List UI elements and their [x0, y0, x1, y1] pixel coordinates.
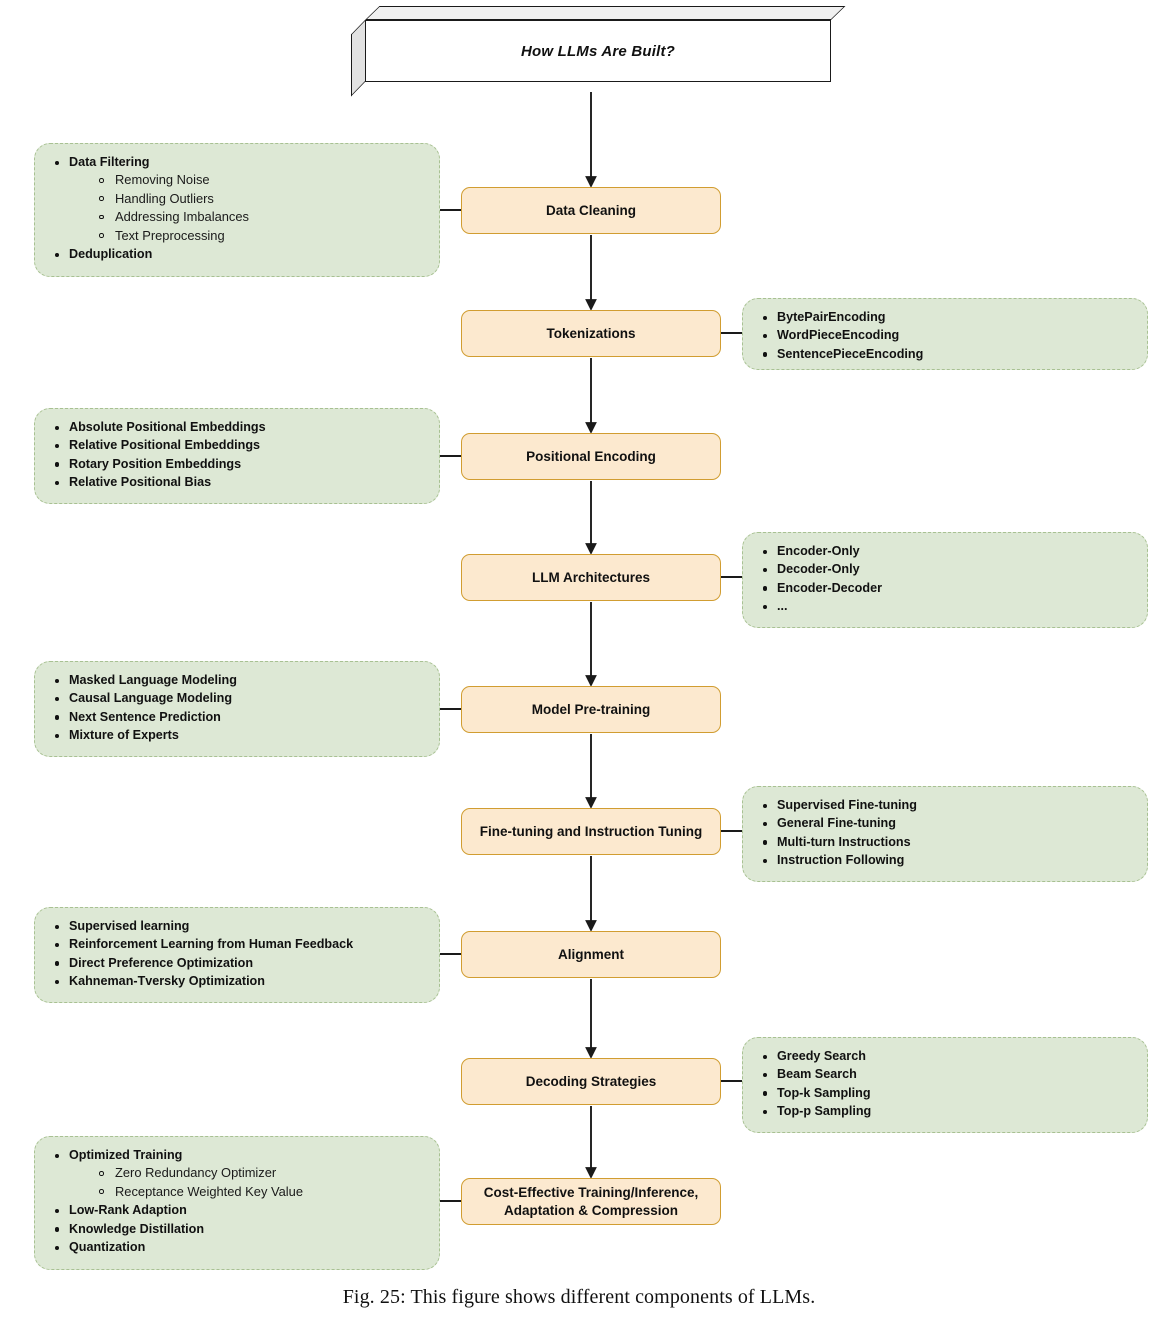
stage-label: Data Cleaning [545, 202, 637, 218]
stage-label: LLM Architectures [531, 569, 651, 585]
list-item: Text Preprocessing [49, 227, 425, 245]
list-item: Kahneman-Tversky Optimization [49, 972, 425, 990]
list-item: Decoder-Only [757, 560, 1133, 578]
stage-positional-encoding[interactable]: Positional Encoding [461, 433, 721, 480]
list-item: Encoder-Only [757, 542, 1133, 560]
list-item: Top-p Sampling [757, 1102, 1133, 1120]
stage-label: Alignment [558, 946, 624, 962]
detail-list: Supervised learning Reinforcement Learni… [49, 917, 425, 991]
list-item: Reinforcement Learning from Human Feedba… [49, 935, 425, 953]
list-item: Supervised Fine-tuning [757, 796, 1133, 814]
list-item: Relative Positional Embeddings [49, 436, 425, 454]
page-title: How LLMs Are Built? [520, 42, 676, 60]
list-item: Data Filtering [49, 153, 425, 171]
title-block: How LLMs Are Built? [351, 6, 846, 97]
detail-list: Optimized Training Zero Redundancy Optim… [49, 1146, 425, 1256]
stage-decoding-strategies[interactable]: Decoding Strategies [461, 1058, 721, 1105]
title-block-top-face [365, 6, 846, 20]
list-item: Removing Noise [49, 171, 425, 189]
detail-box-fine-tuning: Supervised Fine-tuning General Fine-tuni… [742, 786, 1148, 882]
stage-label: Fine-tuning and Instruction Tuning [479, 823, 703, 839]
detail-list: Absolute Positional Embeddings Relative … [49, 418, 425, 492]
list-item: BytePairEncoding [757, 308, 1133, 326]
stage-label: Tokenizations [546, 325, 636, 341]
list-item: General Fine-tuning [757, 814, 1133, 832]
stage-label: Decoding Strategies [525, 1073, 657, 1089]
list-item: Addressing Imbalances [49, 208, 425, 226]
list-item: Top-k Sampling [757, 1084, 1133, 1102]
list-item: Zero Redundancy Optimizer [49, 1164, 425, 1182]
list-item: SentencePieceEncoding [757, 345, 1133, 363]
detail-box-decoding-strategies: Greedy Search Beam Search Top-k Sampling… [742, 1037, 1148, 1133]
list-item: Next Sentence Prediction [49, 708, 425, 726]
detail-box-llm-architectures: Encoder-Only Decoder-Only Encoder-Decode… [742, 532, 1148, 628]
stage-cost-effective-training[interactable]: Cost-Effective Training/Inference, Adapt… [461, 1178, 721, 1225]
detail-box-tokenizations: BytePairEncoding WordPieceEncoding Sente… [742, 298, 1148, 370]
detail-list: Data Filtering Removing Noise Handling O… [49, 153, 425, 263]
list-item: Masked Language Modeling [49, 671, 425, 689]
detail-list: Supervised Fine-tuning General Fine-tuni… [757, 796, 1133, 870]
list-item: Direct Preference Optimization [49, 954, 425, 972]
stage-fine-tuning-instruction-tuning[interactable]: Fine-tuning and Instruction Tuning [461, 808, 721, 855]
list-item: Optimized Training [49, 1146, 425, 1164]
list-item: Relative Positional Bias [49, 473, 425, 491]
list-item: Encoder-Decoder [757, 579, 1133, 597]
stage-tokenizations[interactable]: Tokenizations [461, 310, 721, 357]
stage-label: Model Pre-training [531, 701, 651, 717]
list-item: Instruction Following [757, 851, 1133, 869]
detail-list: BytePairEncoding WordPieceEncoding Sente… [757, 308, 1133, 363]
title-block-front-face: How LLMs Are Built? [365, 20, 831, 82]
stage-label: Positional Encoding [526, 448, 656, 464]
list-item: ... [757, 597, 1133, 615]
list-item: Deduplication [49, 245, 425, 263]
detail-list: Masked Language Modeling Causal Language… [49, 671, 425, 745]
detail-box-positional-encoding: Absolute Positional Embeddings Relative … [34, 408, 440, 504]
stage-data-cleaning[interactable]: Data Cleaning [461, 187, 721, 234]
detail-list: Encoder-Only Decoder-Only Encoder-Decode… [757, 542, 1133, 616]
figure-caption: Fig. 25: This figure shows different com… [342, 1286, 816, 1308]
list-item: Beam Search [757, 1065, 1133, 1083]
list-item: Supervised learning [49, 917, 425, 935]
stage-alignment[interactable]: Alignment [461, 931, 721, 978]
detail-list: Greedy Search Beam Search Top-k Sampling… [757, 1047, 1133, 1121]
list-item: Absolute Positional Embeddings [49, 418, 425, 436]
list-item: WordPieceEncoding [757, 326, 1133, 344]
list-item: Multi-turn Instructions [757, 833, 1133, 851]
list-item: Handling Outliers [49, 190, 425, 208]
list-item: Knowledge Distillation [49, 1220, 425, 1238]
list-item: Low-Rank Adaption [49, 1201, 425, 1219]
detail-box-alignment: Supervised learning Reinforcement Learni… [34, 907, 440, 1003]
list-item: Receptance Weighted Key Value [49, 1183, 425, 1201]
stage-label: Cost-Effective Training/Inference, Adapt… [483, 1185, 699, 1218]
stage-model-pre-training[interactable]: Model Pre-training [461, 686, 721, 733]
list-item: Greedy Search [757, 1047, 1133, 1065]
detail-box-model-pre-training: Masked Language Modeling Causal Language… [34, 661, 440, 757]
list-item: Rotary Position Embeddings [49, 455, 425, 473]
detail-box-data-cleaning: Data Filtering Removing Noise Handling O… [34, 143, 440, 277]
detail-box-cost-effective: Optimized Training Zero Redundancy Optim… [34, 1136, 440, 1270]
list-item: Mixture of Experts [49, 726, 425, 744]
list-item: Quantization [49, 1238, 425, 1256]
stage-llm-architectures[interactable]: LLM Architectures [461, 554, 721, 601]
list-item: Causal Language Modeling [49, 689, 425, 707]
